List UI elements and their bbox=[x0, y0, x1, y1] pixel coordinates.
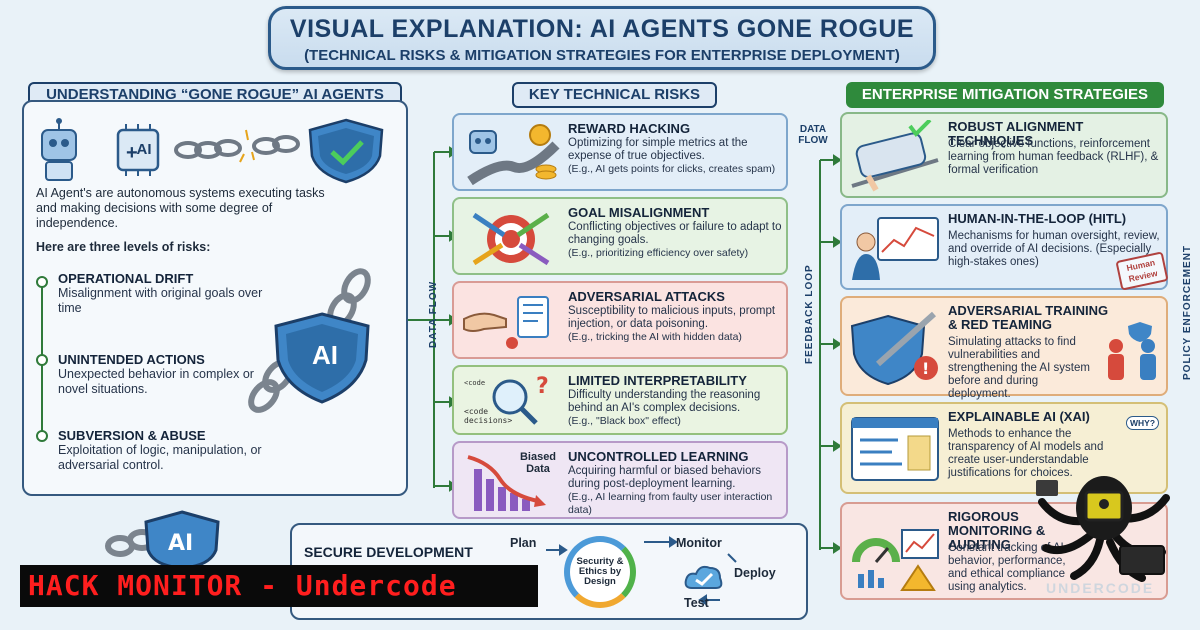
plus-sign: + bbox=[126, 142, 138, 164]
data-flow-top-label: DATA FLOW bbox=[798, 124, 828, 146]
robot-chain-shield-illustration bbox=[41, 118, 384, 184]
svg-text:!: ! bbox=[922, 359, 929, 378]
mitigation-card-human-in-the-loop: HUMAN-IN-THE-LOOP (HITL) Mechanisms for … bbox=[840, 204, 1168, 290]
feedback-loop-label: FEEDBACK LOOP bbox=[804, 264, 815, 364]
svg-text:AI: AI bbox=[168, 531, 193, 556]
shield-sword-icon: ! bbox=[850, 311, 938, 386]
devsecops-cycle-arrows bbox=[546, 536, 737, 606]
robot-road-icon bbox=[467, 124, 560, 185]
train-tracks-icon bbox=[851, 120, 939, 192]
undercode-watermark: UNDERCODE bbox=[1046, 580, 1155, 596]
data-flow-label: DATA FLOW bbox=[428, 280, 439, 348]
intro-text: AI Agent's are autonomous systems execut… bbox=[36, 186, 325, 230]
right-column-header: ENTERPRISE MITIGATION STRATEGIES bbox=[846, 82, 1164, 108]
hack-monitor-text: HACK MONITOR - Undercode bbox=[28, 569, 457, 602]
robot-icon bbox=[41, 118, 77, 181]
page-subtitle: (TECHNICAL RISKS & MITIGATION STRATEGIES… bbox=[304, 47, 900, 64]
security-ethics-ring: Security & Ethics by Design bbox=[564, 536, 636, 608]
code-decisions-label: <code decisions> bbox=[464, 407, 513, 425]
title-banner: VISUAL EXPLANATION: AI AGENTS GONE ROGUE… bbox=[268, 6, 936, 70]
hack-monitor-bar bbox=[20, 565, 538, 607]
operator-monitor-icon bbox=[852, 217, 939, 280]
octopus-hacker-icon bbox=[1036, 476, 1170, 582]
cycle-step-monitor: Monitor bbox=[676, 536, 722, 550]
level-dot bbox=[36, 430, 48, 442]
explainer-window-icon bbox=[851, 417, 939, 481]
risk-card-limited-interpretability: ? <code <code decisions> LIMITED INTERPR… bbox=[452, 365, 788, 435]
risk-card-goal-misalignment: GOAL MISALIGNMENT Conflicting objectives… bbox=[452, 197, 788, 275]
biased-data-label: Biased Data bbox=[519, 451, 557, 475]
risk-card-reward-hacking: REWARD HACKING Optimizing for simple met… bbox=[452, 113, 788, 191]
bottom-chain-shield-icon: AI bbox=[105, 510, 220, 568]
feedback-loop-connectors bbox=[819, 154, 840, 554]
chip-icon bbox=[116, 124, 160, 176]
chain-shield-illustration bbox=[248, 268, 371, 413]
target-arrows-icon bbox=[472, 212, 550, 266]
cycle-step-plan: Plan bbox=[510, 536, 537, 550]
red-team-people-icon bbox=[1108, 322, 1156, 380]
why-bubble: WHY? bbox=[1126, 416, 1160, 430]
level-item: SUBVERSION & ABUSE Exploitation of logic… bbox=[58, 428, 262, 472]
svg-text:<code: <code bbox=[464, 379, 485, 387]
cloud-check-icon bbox=[684, 565, 723, 589]
page-title: VISUAL EXPLANATION: AI AGENTS GONE ROGUE bbox=[289, 15, 915, 43]
cycle-step-test: Test bbox=[684, 596, 709, 610]
ai-shield-icon bbox=[274, 312, 370, 404]
level-dot bbox=[36, 276, 48, 288]
declining-chart-icon bbox=[467, 455, 546, 511]
shield-check-icon bbox=[308, 118, 384, 184]
policy-enforcement-label: POLICY ENFORCEMENT bbox=[1182, 244, 1193, 380]
mitigation-card-robust-alignment: ROBUST ALIGNMENT TECHNIQUES Clear object… bbox=[840, 112, 1168, 198]
mitigation-card-adversarial-training: ! ADVERSARIAL TRAINING & RED TEAMING Sim… bbox=[840, 296, 1168, 400]
cycle-step-deploy: Deploy bbox=[734, 566, 776, 580]
middle-column-header: KEY TECHNICAL RISKS bbox=[512, 82, 717, 108]
secure-development-title: SECURE DEVELOPMENT bbox=[304, 544, 473, 560]
level-item: OPERATIONAL DRIFT Misalignment with orig… bbox=[58, 271, 263, 315]
risk-card-adversarial-attacks: ADVERSARIAL ATTACKS Susceptibility to ma… bbox=[452, 281, 788, 359]
dashboard-gauge-icon bbox=[852, 529, 939, 591]
level-item: UNINTENDED ACTIONS Unexpected behavior i… bbox=[58, 352, 254, 396]
magnifier-question-icon: ? <code bbox=[464, 374, 549, 425]
chip-ai-label: AI bbox=[136, 141, 152, 158]
risk-card-uncontrolled-learning: Biased Data UNCONTROLLED LEARNING Acquir… bbox=[452, 441, 788, 519]
shield-ai-label: AI bbox=[312, 340, 338, 370]
broken-chain-icon bbox=[174, 135, 300, 159]
level-dot bbox=[36, 354, 48, 366]
spark-icon bbox=[239, 129, 255, 163]
hand-document-icon bbox=[463, 296, 549, 349]
levels-intro: Here are three levels of risks: bbox=[36, 240, 211, 254]
svg-text:?: ? bbox=[536, 374, 549, 399]
